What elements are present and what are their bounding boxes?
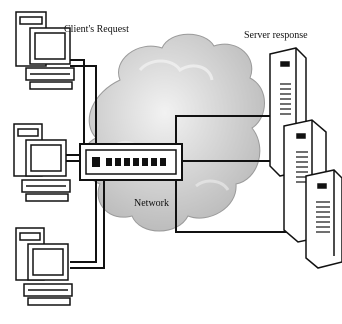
network-label: Network [134,198,169,209]
server-bottom [306,170,342,268]
network-cloud [83,34,265,231]
client-request-label: Client's Request [64,24,129,35]
network-hub-icon [80,144,182,180]
desktop-computer-icon [14,124,70,201]
client-computer-middle [14,124,70,201]
server-response-label: Server response [244,30,308,41]
tower-server-icon [306,170,342,268]
link-client-bottom [70,180,96,262]
desktop-computer-icon [16,228,72,305]
client-computer-bottom [16,228,72,305]
